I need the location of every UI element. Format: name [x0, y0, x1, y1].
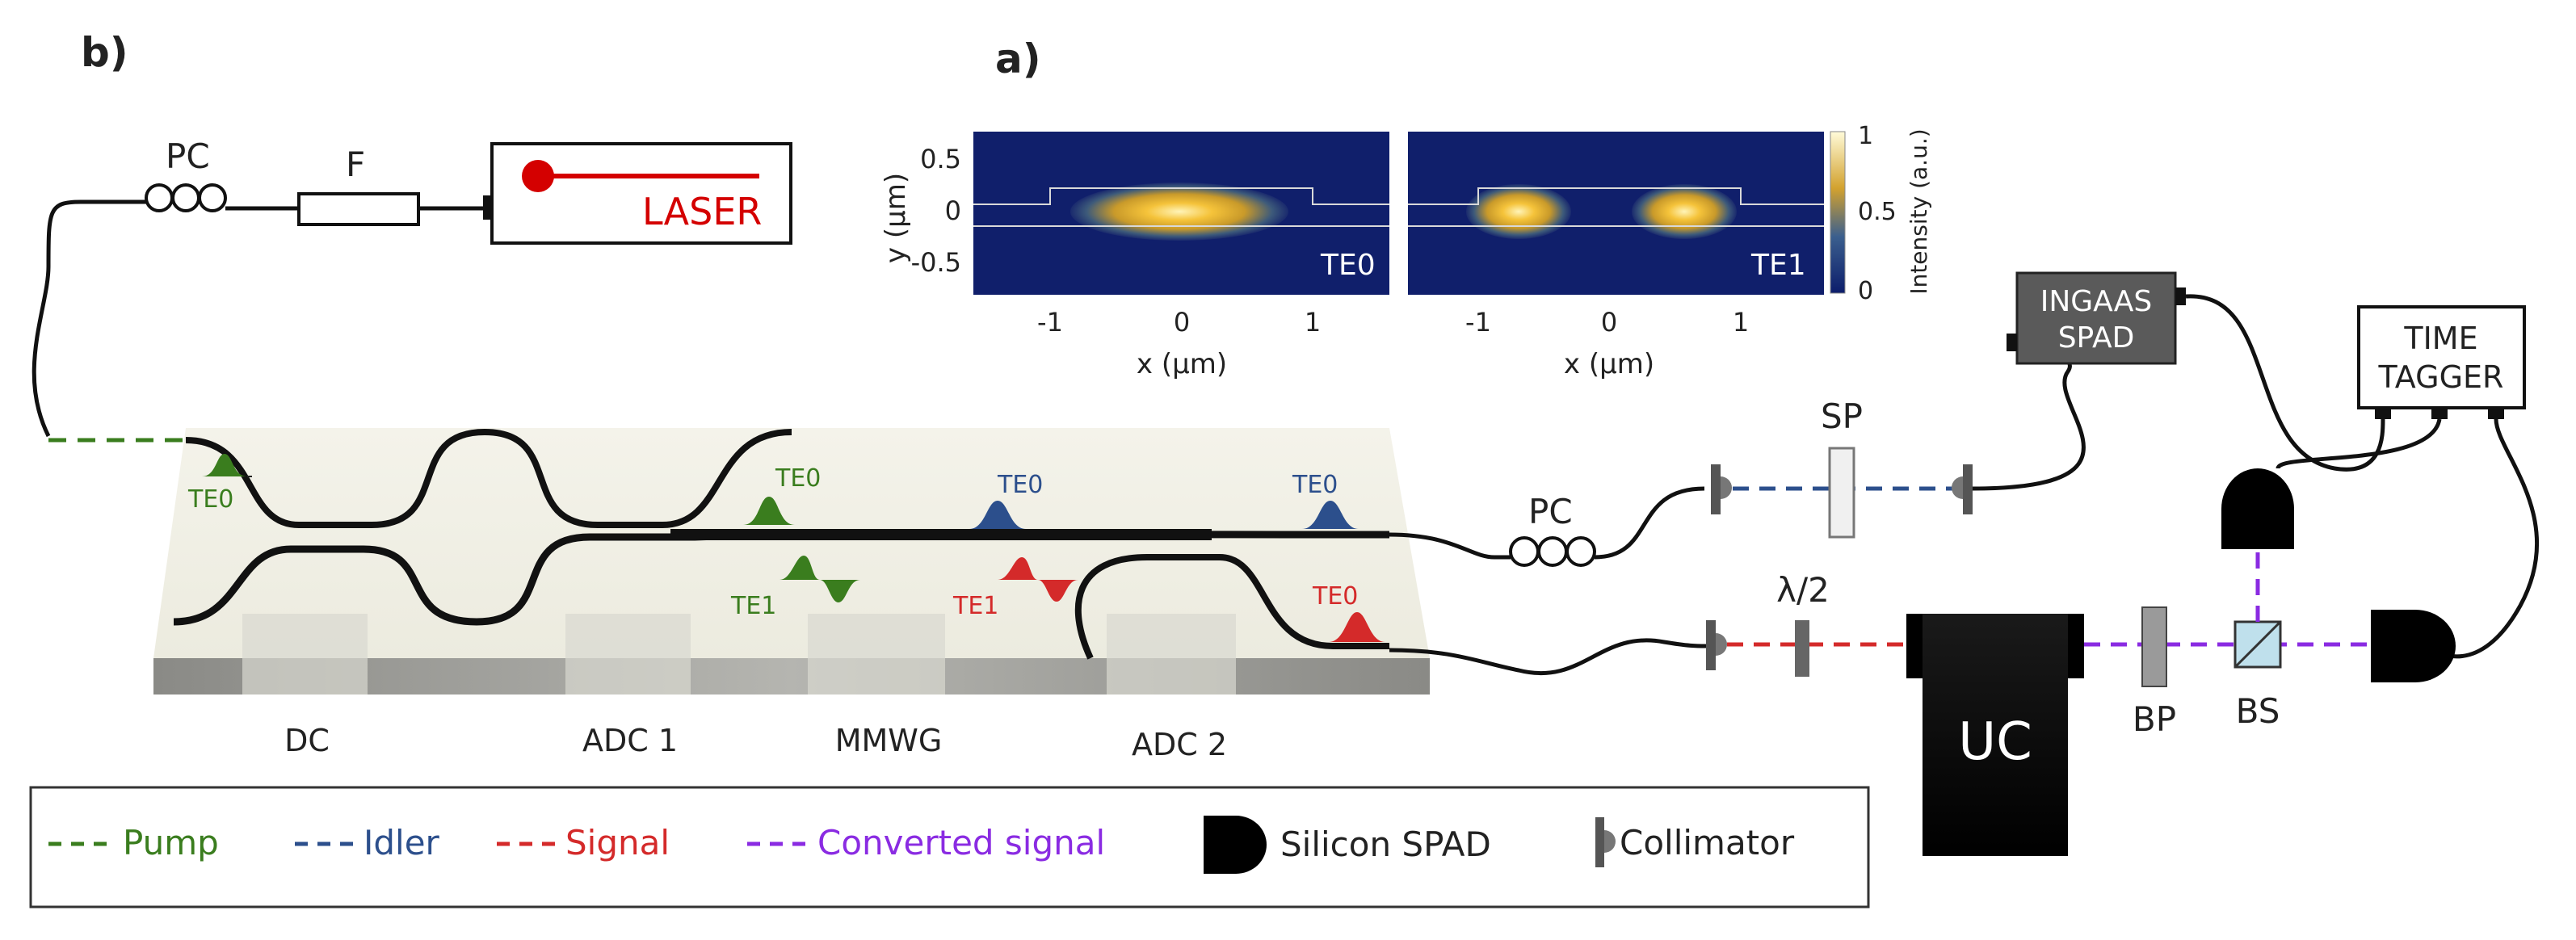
collimator-idler — [1711, 464, 1732, 514]
section-mmwg: MMWG — [835, 723, 943, 758]
filter — [297, 192, 485, 226]
beam-splitter — [2234, 620, 2282, 669]
x-axis-label-left: x (μm) — [1137, 348, 1227, 380]
panel-a-label: a) — [995, 36, 1041, 82]
mode-plot-te1-label: TE1 — [1750, 249, 1806, 282]
pc-top-label: PC — [166, 136, 210, 176]
half-wave-plate — [1795, 620, 1809, 677]
colorbar — [1830, 131, 1846, 294]
colorbar-tick-1: 0.5 — [1858, 198, 1897, 226]
legend-collimator-icon — [1595, 817, 1616, 867]
input-fiber — [32, 199, 149, 438]
section-adc2: ADC 2 — [1132, 727, 1227, 762]
uc-label: UC — [1958, 712, 2032, 772]
collimator-signal — [1706, 620, 1727, 670]
upconverter — [1906, 614, 2084, 856]
polarization-controller-top — [145, 183, 299, 212]
silicon-spad-right — [2371, 610, 2456, 682]
pulse-te0-pump — [202, 454, 252, 477]
pulse-te1-pump — [780, 556, 860, 602]
x-tick-left-1: 0 — [1174, 307, 1190, 338]
x-axis-label-right: x (μm) — [1564, 348, 1654, 380]
ingaas-spad — [2007, 271, 2186, 365]
sp-label: SP — [1821, 397, 1863, 436]
time-tagger-line2: TAGGER — [2378, 359, 2504, 395]
label-te1-pump: TE1 — [730, 592, 776, 620]
pc-right-label: PC — [1528, 492, 1573, 531]
mode-plot-te0-label: TE0 — [1320, 249, 1376, 282]
band-pass-filter — [2141, 606, 2167, 687]
y-tick-1: 0 — [945, 195, 961, 226]
laser-box — [483, 142, 792, 245]
x-tick-left-0: -1 — [1037, 307, 1063, 338]
signal-output-fiber — [1389, 638, 1707, 676]
legend-converted: Converted signal — [817, 823, 1105, 862]
colorbar-label: Intensity (a.u.) — [1906, 128, 1932, 294]
cable-ingaas-to-tagger — [2185, 294, 2385, 472]
section-adc1: ADC 1 — [582, 723, 678, 758]
label-te0-pump: TE0 — [187, 485, 233, 514]
pulse-te0-idler-mid — [969, 501, 1026, 529]
y-tick-0: 0.5 — [920, 144, 961, 174]
section-dc: DC — [284, 723, 330, 758]
pulse-te0-top — [743, 497, 795, 525]
idler-output-fiber — [1389, 532, 1511, 560]
legend — [29, 786, 1870, 909]
label-te0-top: TE0 — [775, 464, 821, 493]
cable-spad-top-to-tagger — [2276, 418, 2442, 470]
silicon-spad-top — [2221, 468, 2294, 549]
polarization-controller-right — [1509, 536, 1596, 567]
time-tagger — [2357, 305, 2526, 419]
label-te0-idler-out: TE0 — [1292, 471, 1338, 499]
pulse-te0-idler-out — [1302, 501, 1359, 529]
x-tick-right-2: 1 — [1733, 307, 1749, 338]
x-tick-left-2: 1 — [1305, 307, 1321, 338]
bs-label: BS — [2236, 691, 2280, 731]
colorbar-tick-0: 1 — [1858, 122, 1873, 150]
short-pass-filter — [1828, 447, 1855, 539]
legend-signal: Signal — [565, 823, 670, 862]
collimator-idler-out — [1952, 464, 1973, 514]
legend-pump: Pump — [123, 823, 219, 862]
ingaas-line2: SPAD — [2058, 321, 2135, 355]
y-axis-label: y (μm) — [880, 173, 912, 263]
panel-b-label: b) — [81, 29, 128, 76]
waveguides — [173, 428, 1390, 660]
pulse-te1-signal — [998, 557, 1078, 602]
half-wave-label: λ/2 — [1776, 570, 1830, 610]
x-tick-right-0: -1 — [1465, 307, 1491, 338]
mode-plot-te0 — [973, 132, 1389, 295]
mode-plot-te1 — [1408, 132, 1824, 295]
idler-fiber-to-ingaas — [1972, 341, 2086, 491]
time-tagger-line1: TIME — [2403, 321, 2477, 356]
cable-spad-right-to-tagger — [2429, 418, 2540, 659]
label-te0-signal-out: TE0 — [1312, 582, 1358, 611]
laser-label: LASER — [642, 190, 762, 233]
legend-spad-icon — [1204, 816, 1267, 874]
legend-spad: Silicon SPAD — [1280, 825, 1491, 864]
y-tick-2: -0.5 — [911, 247, 961, 278]
bp-label: BP — [2133, 699, 2176, 739]
ingaas-line1: INGAAS — [2040, 285, 2153, 318]
x-tick-right-1: 0 — [1601, 307, 1617, 338]
legend-idler: Idler — [363, 823, 440, 862]
idler-fiber-to-collimator — [1594, 486, 1705, 560]
label-te1-signal: TE1 — [952, 592, 998, 620]
legend-collimator: Collimator — [1620, 823, 1795, 862]
photonic-chip — [153, 428, 1430, 695]
label-te0-idler-mid: TE0 — [997, 471, 1043, 499]
colorbar-tick-2: 0 — [1858, 277, 1873, 305]
filter-label: F — [346, 145, 365, 184]
pulse-te0-signal-out — [1329, 612, 1385, 642]
